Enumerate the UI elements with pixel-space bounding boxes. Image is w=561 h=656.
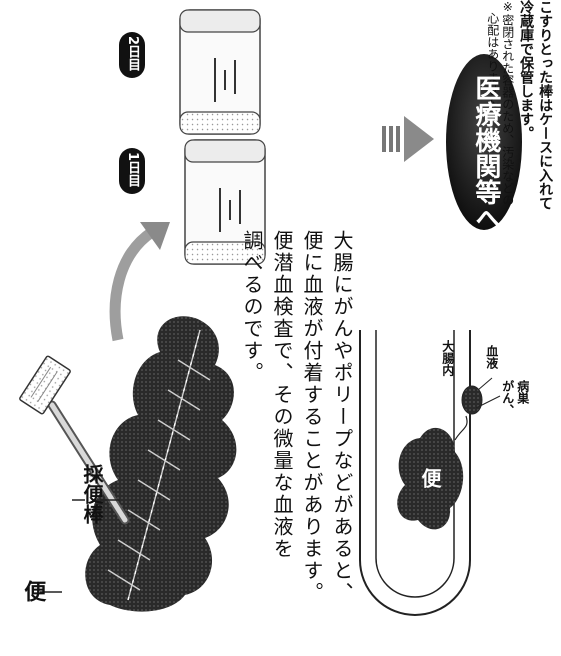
day2-label: 2日目 [124,36,140,72]
top-note-caution-2: 心配はありません。 [485,12,500,120]
colon-label: 大腸内 [440,340,455,376]
explanation-line4: 調べるのです。 [240,230,264,384]
stool-label: 便 [20,580,46,602]
day2-badge [119,32,145,78]
top-note-line1: こすりとった棒はケースに入れて [537,0,554,210]
forward-arrow [382,116,434,162]
day1-label: 1日目 [124,152,140,188]
explanation-line2: 便に血液が付着することがあります。 [300,230,324,604]
explanation-line3: 便潜血検査で、その微量な血液を [270,230,294,560]
tube-day1 [184,139,266,265]
top-note-caution-1: ※密閉された容器のため、汚染などの [500,0,515,206]
blood-label: 血液 [484,345,499,369]
colon-diagram [359,330,501,616]
explanation-line1: 大腸にがんやポリープなどがあると、 [330,230,354,604]
stool-shape [85,316,237,612]
stick-label: 採便棒 [80,464,104,524]
top-note-line2: 冷蔵庫で保管します。 [518,0,535,140]
tube-day2 [179,9,261,135]
destination-label: 医療機関等へ [470,75,501,231]
day1-badge [119,148,145,194]
sampling-stick [19,355,130,525]
lesion-label-2: 病巣 [515,380,530,404]
lesion-label-1: がん、 [500,380,515,416]
destination-pill [446,54,522,230]
curved-arrow [109,222,170,342]
colon-stool-label: 便 [418,468,442,488]
